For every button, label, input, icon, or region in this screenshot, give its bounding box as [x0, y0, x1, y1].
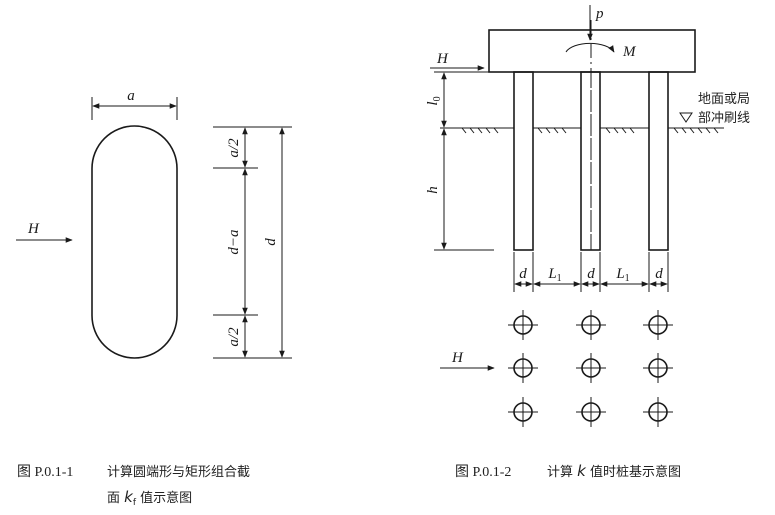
embed-length-label: h — [425, 186, 441, 194]
plan-pile-2-1 — [508, 353, 538, 383]
figure-1-caption-line1: 计算圆端形与矩形组合截 — [107, 465, 250, 480]
ground-label-line2: 部冲刷线 — [698, 111, 750, 126]
plan-lateral-force-arrow: H — [440, 350, 495, 371]
figure-1-caption: 图 P.0.1-1 计算圆端形与矩形组合截 面 kf 值示意图 — [17, 465, 250, 508]
figure-2-caption: 图 P.0.1-2 计算 k 值时桩基示意图 — [455, 462, 681, 480]
moment-label-m: M — [622, 44, 637, 60]
height-dimension-lines: a/2 d−a d a/2 — [213, 126, 292, 359]
lateral-force-arrow: H — [16, 221, 73, 243]
figure-2-pile-group: p M H 地面或局 部冲刷线 — [425, 5, 750, 480]
cap-force-label-h: H — [436, 51, 449, 67]
pile-length-dimensions: l0 h — [425, 71, 494, 251]
plan-pile-2-2 — [576, 353, 606, 383]
pile-cap — [488, 29, 696, 73]
force-label-h: H — [27, 221, 40, 237]
plan-pile-1-2 — [576, 310, 606, 340]
plan-pile-1-3 — [643, 310, 673, 340]
dim-label-top-half-a: a/2 — [226, 138, 242, 158]
dim-label-d-center: d — [587, 266, 595, 282]
width-label-a: a — [127, 88, 135, 104]
dim-label-d-minus-a: d−a — [226, 229, 242, 254]
figure-1-number: 图 P.0.1-1 — [17, 465, 73, 480]
plan-pile-3-1 — [508, 397, 538, 427]
ground-label-line1: 地面或局 — [698, 92, 750, 107]
plan-pile-1-1 — [508, 310, 538, 340]
dim-label-l1-right: L1 — [615, 266, 629, 284]
dim-label-l1-left: L1 — [547, 266, 561, 284]
ground-line: 地面或局 部冲刷线 — [440, 92, 750, 134]
dim-label-d: d — [263, 238, 279, 246]
free-length-label: l0 — [425, 96, 443, 105]
figure-1-round-end-section: a H a/2 d−a d a/2 — [16, 88, 292, 508]
load-label-p: p — [595, 6, 604, 22]
figure-2-number: 图 P.0.1-2 — [455, 465, 511, 480]
vertical-load-arrow: p — [587, 5, 604, 41]
plan-pile-2-3 — [643, 353, 673, 383]
pile-left — [513, 71, 534, 251]
pile-right — [648, 71, 669, 251]
dim-label-d-left: d — [519, 266, 527, 282]
figure-2-caption-text: 计算 k 值时桩基示意图 — [547, 462, 681, 480]
dim-label-bottom-half-a: a/2 — [226, 327, 242, 347]
plan-pile-3-3 — [643, 397, 673, 427]
pile-plan-grid — [508, 310, 673, 427]
round-end-section-outline — [91, 125, 178, 359]
width-dimension: a — [91, 88, 178, 120]
spacing-dimensions: d L1 d L1 d — [513, 252, 669, 292]
figure-1-caption-line2: 面 kf 值示意图 — [107, 488, 192, 508]
cap-lateral-force-arrow: H — [430, 51, 485, 71]
moment-arrow: M — [565, 42, 637, 60]
plan-pile-3-2 — [576, 397, 606, 427]
dim-label-d-right: d — [655, 266, 663, 282]
plan-force-label-h: H — [451, 350, 464, 366]
